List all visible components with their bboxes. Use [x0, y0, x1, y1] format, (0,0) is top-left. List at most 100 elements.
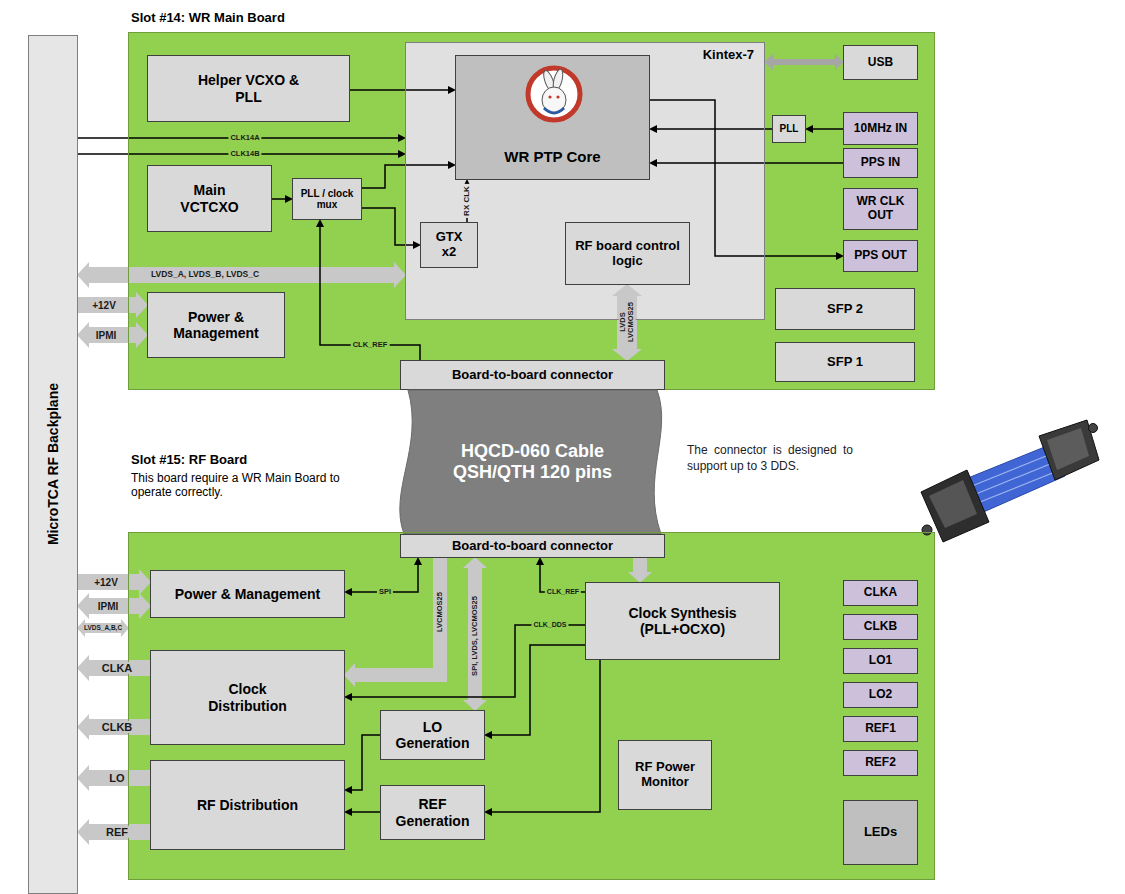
bus-arrow — [89, 770, 150, 786]
board-panel-fill — [128, 532, 935, 880]
block-box: Helper VCXO & PLL — [147, 55, 350, 122]
node-title: RF Distribution — [197, 797, 298, 813]
signal-label: +12V — [90, 300, 118, 311]
port-box: PPS IN — [843, 148, 918, 178]
signal-label: LVDS_A, LVDS_B, LVDS_C — [149, 270, 261, 279]
node-title: LO2 — [869, 688, 892, 702]
node-title: Clock Synthesis (PLL+OCXO) — [608, 605, 758, 637]
node-title: Helper VCXO & PLL — [189, 72, 309, 104]
node-title: SFP 1 — [827, 355, 863, 370]
port-box: LO1 — [843, 648, 918, 674]
signal-label: CLKA — [100, 662, 135, 674]
fpga-box-fill — [405, 42, 765, 320]
node-title: PPS IN — [861, 156, 900, 170]
ribbon-wire — [975, 470, 1060, 504]
node-note: This board require a WR Main Board to op… — [131, 472, 381, 500]
signal-line — [350, 89, 448, 91]
signal-line — [492, 660, 600, 812]
node-title: LO1 — [869, 654, 892, 668]
board-heading: Slot #15: RF BoardThis board require a W… — [131, 453, 381, 500]
note-text: The connector is designed to support up … — [687, 443, 853, 474]
cable-body — [400, 390, 662, 534]
signal-label: CLKB — [100, 721, 135, 733]
signal-label: CLK14A — [228, 134, 261, 142]
signal-label: CLK_REF — [351, 341, 390, 349]
node-title: Kintex-7 — [703, 48, 754, 63]
indicator-box: LEDs — [843, 800, 918, 865]
bus-arrow — [633, 558, 647, 572]
signal-label: SPI — [377, 588, 393, 596]
node-title: REF2 — [865, 756, 896, 770]
bus-arrow — [78, 574, 139, 590]
signal-line — [657, 162, 843, 164]
block-box: RF Distribution — [150, 760, 345, 850]
signal-line — [352, 625, 585, 697]
rabbit-head — [542, 87, 566, 113]
port-box: USB — [843, 45, 918, 80]
node-title: PPS OUT — [854, 249, 907, 263]
port-box: LO2 — [843, 682, 918, 708]
node-title: PLL — [780, 123, 799, 135]
node-title: Clock Distribution — [198, 681, 298, 713]
node-title: REF1 — [865, 722, 896, 736]
block-box: RF Power Monitor — [618, 740, 712, 810]
signal-label: RX CLK — [463, 184, 472, 218]
connector-box: Board-to-board connector — [400, 534, 665, 558]
signal-label: LO — [107, 772, 126, 784]
block-box: Power & Management — [147, 292, 285, 358]
node-title: GTX x2 — [429, 230, 469, 260]
signal-line — [352, 811, 380, 813]
node-title: SFP 2 — [827, 302, 863, 317]
node-title: Board-to-board connector — [452, 368, 613, 383]
block-box: PLL — [772, 115, 806, 143]
signal-label: REF — [104, 826, 130, 838]
logo-ring — [528, 68, 580, 120]
port-box: SFP 2 — [775, 288, 915, 330]
node-title: CLKB — [864, 620, 897, 634]
bus-arrow — [773, 59, 835, 65]
cable-illustration — [921, 420, 1099, 542]
bus-arrow — [355, 558, 440, 675]
bus-arrow — [617, 296, 637, 349]
signal-line — [352, 735, 380, 790]
backplane-bar: MicroTCA RF Backplane — [28, 35, 78, 894]
node-title: USB — [868, 56, 893, 70]
bus-arrow — [89, 824, 150, 840]
board-panel-fill — [128, 32, 935, 390]
signal-label: LVCMOS25 — [436, 590, 444, 634]
screw-hole — [1089, 424, 1098, 433]
node-title: Slot #14: WR Main Board — [131, 11, 451, 26]
cable-caption: HQCD-060 Cable QSH/QTH 120 pins — [400, 390, 665, 534]
fpga-box: Kintex-7WR PTP CoreGTX x2RF board contro… — [405, 42, 765, 320]
node-title: Slot #15: RF Board — [131, 453, 381, 468]
ribbon-wire — [971, 462, 1055, 496]
node-title: 10MHz IN — [854, 122, 907, 136]
signal-label: IPMI — [94, 330, 119, 341]
node-title: CLKA — [864, 586, 897, 600]
board-heading: Slot #14: WR Main Board — [131, 11, 451, 26]
block-box: Clock Distribution — [150, 650, 345, 745]
connector-face — [1047, 428, 1089, 470]
bus-arrow — [89, 267, 394, 283]
signal-label: +12V — [92, 577, 120, 588]
block-box: PLL / clock mux — [292, 178, 362, 220]
node-title: Main VCTCXO — [170, 182, 250, 214]
signal-label: IPMI — [96, 601, 121, 612]
bus-arrow — [89, 719, 150, 735]
board-panel: Slot #14: WR Main BoardHelper VCXO & PLL… — [128, 32, 935, 390]
port-box: SFP 1 — [775, 342, 915, 382]
screw-hole — [922, 525, 932, 535]
fpga-heading: Kintex-7 — [703, 48, 754, 63]
node-title: WR CLK OUT — [851, 195, 911, 223]
node-title: LEDs — [864, 825, 897, 840]
port-box: PPS OUT — [843, 240, 918, 272]
ribbon-wire — [967, 454, 1051, 488]
connector-box: Board-to-board connector — [400, 360, 665, 390]
signal-label: CLK_REF — [545, 588, 581, 596]
block-box: Main VCTCXO — [147, 165, 272, 232]
cable-shape: HQCD-060 Cable QSH/QTH 120 pins — [400, 390, 665, 534]
signal-label: LVDS LVCMOS25 — [619, 297, 636, 347]
rabbit-collar — [544, 108, 564, 113]
node-title: PLL / clock mux — [297, 188, 357, 211]
